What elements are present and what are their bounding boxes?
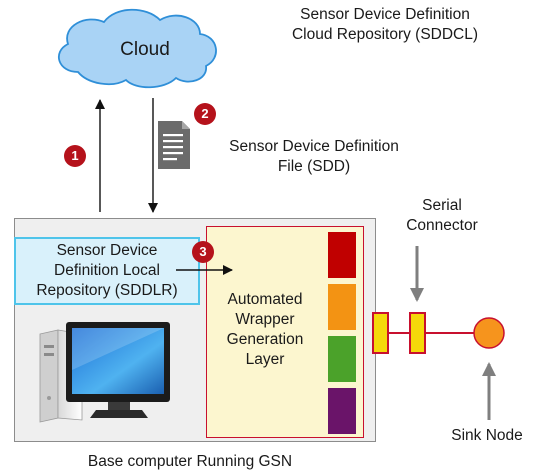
base-computer-label: Base computer Running GSN: [87, 453, 293, 470]
local-repo-line2: Definition Local: [54, 262, 160, 279]
local-repo-line3: Repository (SDDLR): [36, 282, 178, 299]
cloud-label: Cloud: [120, 39, 170, 60]
layer-swatch-green: [328, 336, 356, 382]
layer-swatch-orange: [328, 284, 356, 330]
cloud-shape: [57, 8, 217, 89]
sdd-file-line2: File (SDD): [277, 158, 351, 175]
local-repo-line1: Sensor Device: [56, 242, 158, 259]
sdd-file-line1: Sensor Device Definition: [229, 138, 399, 155]
wrapper-layer-label: Automated Wrapper Generation Layer: [206, 290, 324, 370]
serial-connector: [372, 312, 474, 354]
wrapper-layer-line2: Wrapper: [235, 311, 295, 328]
serial-connector-label: Serial Connector: [384, 196, 500, 236]
sdd-file-label: Sensor Device Definition File (SDD): [200, 137, 428, 177]
document-icon: [158, 121, 190, 169]
wrapper-layer-line1: Automated: [227, 291, 303, 308]
computer-icon: [39, 322, 170, 423]
step-badge-2: 2: [194, 103, 216, 125]
step-badge-3: 3: [192, 241, 214, 263]
sink-node: [473, 317, 505, 349]
cloud-repo-line1: Sensor Device Definition: [300, 6, 470, 23]
step-badge-1: 1: [64, 145, 86, 167]
serial-connector-line2: Connector: [406, 217, 478, 234]
serial-connector-line1: Serial: [422, 197, 462, 214]
layer-swatch-red: [328, 232, 356, 278]
wrapper-layer-line3: Generation: [226, 331, 304, 348]
layer-swatch-purple: [328, 388, 356, 434]
cloud-repo-line2: Cloud Repository (SDDCL): [291, 26, 479, 43]
local-repository-box: Sensor Device Definition Local Repositor…: [14, 237, 200, 305]
wrapper-layer-line4: Layer: [245, 351, 285, 368]
sink-node-label: Sink Node: [451, 427, 523, 444]
cloud-repository-label: Sensor Device Definition Cloud Repositor…: [262, 5, 508, 45]
